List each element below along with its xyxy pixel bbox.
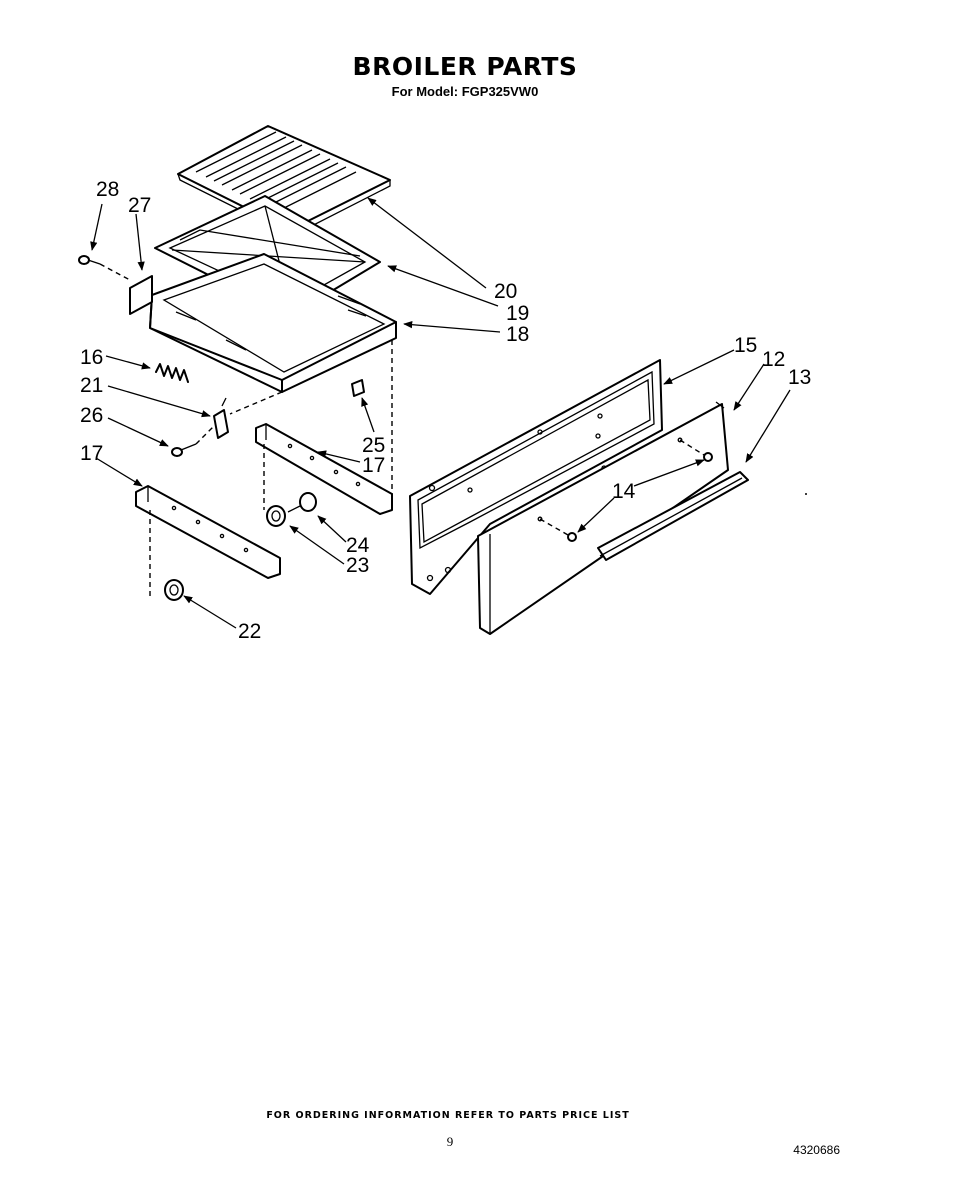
- callout-12: 12: [762, 348, 785, 371]
- callout-17-upper: 17: [362, 454, 385, 477]
- part-17-slide-rail-lower: [135, 485, 281, 579]
- part-26-screw: [171, 443, 197, 457]
- callout-18: 18: [506, 323, 529, 346]
- callout-13: 13: [788, 366, 811, 389]
- part-27-side-bracket: [129, 275, 153, 315]
- callout-17-lower: 17: [80, 442, 103, 465]
- page-number: 9: [446, 1134, 454, 1149]
- callout-24: 24: [346, 534, 370, 557]
- ordering-note: FOR ORDERING INFORMATION REFER TO PARTS …: [266, 1110, 630, 1121]
- callout-15: 15: [734, 334, 757, 357]
- part-15-door-inner-panel: [409, 359, 663, 595]
- callout-19: 19: [506, 302, 529, 325]
- callout-labels: 28 27 20 19 18 16 21 26 25 17 17 24 23 2…: [80, 178, 811, 643]
- part-13-door-handle: [597, 471, 749, 561]
- callout-20: 20: [494, 280, 517, 303]
- callout-26: 26: [80, 404, 103, 427]
- part-25-clip: [351, 379, 365, 397]
- part-20-broiler-grid: [177, 125, 391, 237]
- page-title: BROILER PARTS: [352, 52, 578, 81]
- leader-lines: [90, 197, 791, 629]
- callout-23: 23: [346, 554, 369, 577]
- callout-25: 25: [362, 434, 385, 457]
- part-14-handle-screws: [567, 452, 713, 542]
- model-subtitle: For Model: FGP325VW0: [391, 84, 539, 99]
- callout-14: 14: [612, 480, 636, 503]
- part-21-latch: [213, 397, 229, 439]
- document-number: 4320686: [793, 1143, 840, 1157]
- part-17-slide-rail-upper: [255, 423, 393, 515]
- part-23-roller: [266, 505, 286, 527]
- part-22-roller: [164, 579, 184, 601]
- callout-28: 28: [96, 178, 119, 201]
- part-28-screw: [78, 255, 101, 265]
- stray-mark: [805, 493, 807, 495]
- callout-16: 16: [80, 346, 103, 369]
- callout-22: 22: [238, 620, 261, 643]
- part-24-roller-axle: [287, 492, 317, 513]
- part-16-spring: [155, 363, 189, 383]
- callout-27: 27: [128, 194, 151, 217]
- callout-21: 21: [80, 374, 103, 397]
